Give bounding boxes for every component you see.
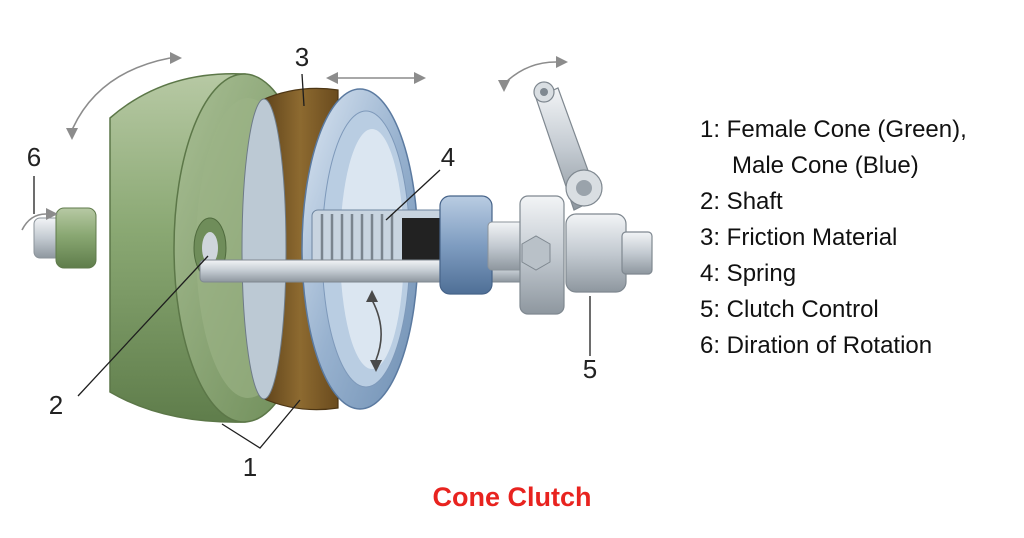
leader-3: [301, 73, 305, 107]
legend-item-6: 6: Diration of Rotation: [700, 332, 933, 359]
spring-assembly: [199, 195, 531, 295]
hub-collar: [439, 195, 493, 295]
motion-arrows: [21, 52, 568, 372]
rotation-arrow-cone: [371, 299, 382, 361]
leader-1: [221, 399, 301, 449]
rotation-arrow-drum: [71, 57, 171, 131]
legend-item-3: 3: Friction Material: [700, 224, 898, 251]
legend: 1: Female Cone (Green), Male Cone (Blue)…: [700, 112, 967, 364]
rotation-arrow-lever: [503, 61, 557, 85]
legend-item-5: 5: Clutch Control: [700, 296, 879, 323]
callout-3: 3: [295, 42, 309, 72]
diagram-caption: Cone Clutch: [432, 482, 592, 512]
leader-2: [77, 255, 209, 397]
leader-lines: [33, 73, 591, 449]
callout-2: 2: [49, 390, 63, 420]
callout-1: 1: [243, 452, 257, 482]
legend-item-1-continued: Male Cone (Blue): [732, 152, 919, 179]
leader-4: [385, 169, 441, 221]
callout-6: 6: [27, 142, 41, 172]
legend-item-4: 4: Spring: [700, 260, 797, 287]
callout-4: 4: [441, 142, 455, 172]
spring: [320, 214, 394, 272]
left-shaft-stub: [33, 207, 97, 269]
rotation-arrow-shaft: [21, 213, 47, 231]
callout-5: 5: [583, 354, 597, 384]
legend-item-2: 2: Shaft: [700, 188, 783, 215]
clutch-control: [519, 81, 653, 315]
legend-item-1: 1: Female Cone (Green),: [700, 116, 967, 143]
